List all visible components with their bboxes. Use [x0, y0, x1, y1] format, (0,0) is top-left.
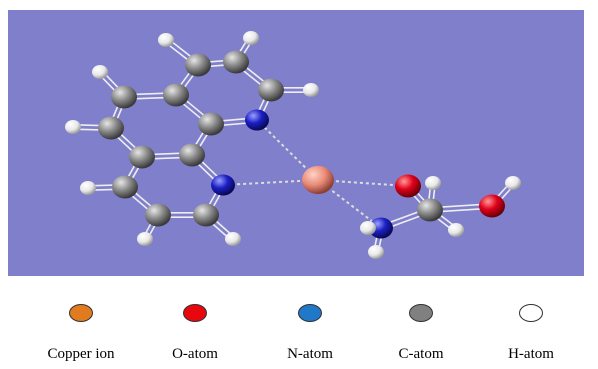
legend-label: N-atom: [287, 346, 333, 362]
carbon-atom: [258, 78, 284, 102]
hydrogen-atom: [225, 231, 241, 247]
copper-atom: [302, 165, 334, 195]
hydrogen-atom: [303, 82, 319, 98]
hydrogen-atom: [368, 244, 384, 260]
copper-swatch-icon: [69, 304, 93, 322]
legend-label: Copper ion: [47, 346, 115, 362]
legend-item-hydrogen: H-atom: [476, 300, 586, 363]
hydrogen-atom: [65, 119, 81, 135]
nitrogen-atom: [245, 109, 269, 131]
nitrogen-swatch-icon: [298, 304, 322, 322]
carbon-atom: [98, 116, 124, 140]
carbon-atom: [129, 145, 155, 169]
hydrogen-atom: [92, 64, 108, 80]
hydrogen-atom: [360, 220, 376, 236]
atoms: [65, 30, 521, 260]
carbon-atom: [198, 112, 224, 136]
carbon-atom: [163, 83, 189, 107]
molecule-render: [8, 10, 584, 276]
hydrogen-atom: [158, 32, 174, 48]
hydrogen-atom: [80, 180, 96, 196]
oxygen-atom: [479, 194, 505, 218]
carbon-atom: [145, 203, 171, 227]
carbon-atom: [193, 203, 219, 227]
carbon-atom: [223, 50, 249, 74]
legend-item-carbon: C-atom: [366, 300, 476, 363]
legend-label: C-atom: [398, 346, 444, 362]
hydrogen-atom: [448, 222, 464, 238]
hydrogen-atom: [137, 231, 153, 247]
carbon-atom: [179, 143, 205, 167]
nitrogen-atom: [369, 217, 393, 239]
carbon-swatch-icon: [409, 304, 433, 322]
legend: Copper ion O-atom N-atom C-atom H-atom: [0, 300, 598, 369]
legend-item-nitrogen: N-atom: [255, 300, 365, 363]
molecule-background: [8, 10, 584, 276]
carbon-atom: [185, 53, 211, 77]
legend-item-oxygen: O-atom: [140, 300, 250, 363]
coordination-bond: [222, 179, 319, 186]
legend-item-copper: Copper ion: [26, 300, 136, 363]
oxygen-atom: [395, 174, 421, 198]
hydrogen-atom: [505, 175, 521, 191]
carbon-atom: [112, 175, 138, 199]
legend-label: O-atom: [172, 346, 218, 362]
oxygen-swatch-icon: [183, 304, 207, 322]
hydrogen-atom: [425, 175, 441, 191]
carbon-atom: [111, 85, 137, 109]
legend-label: H-atom: [508, 346, 554, 362]
nitrogen-atom: [211, 174, 235, 196]
hydrogen-atom: [243, 30, 259, 46]
carbon-atom: [417, 198, 443, 222]
hydrogen-swatch-icon: [519, 304, 543, 322]
